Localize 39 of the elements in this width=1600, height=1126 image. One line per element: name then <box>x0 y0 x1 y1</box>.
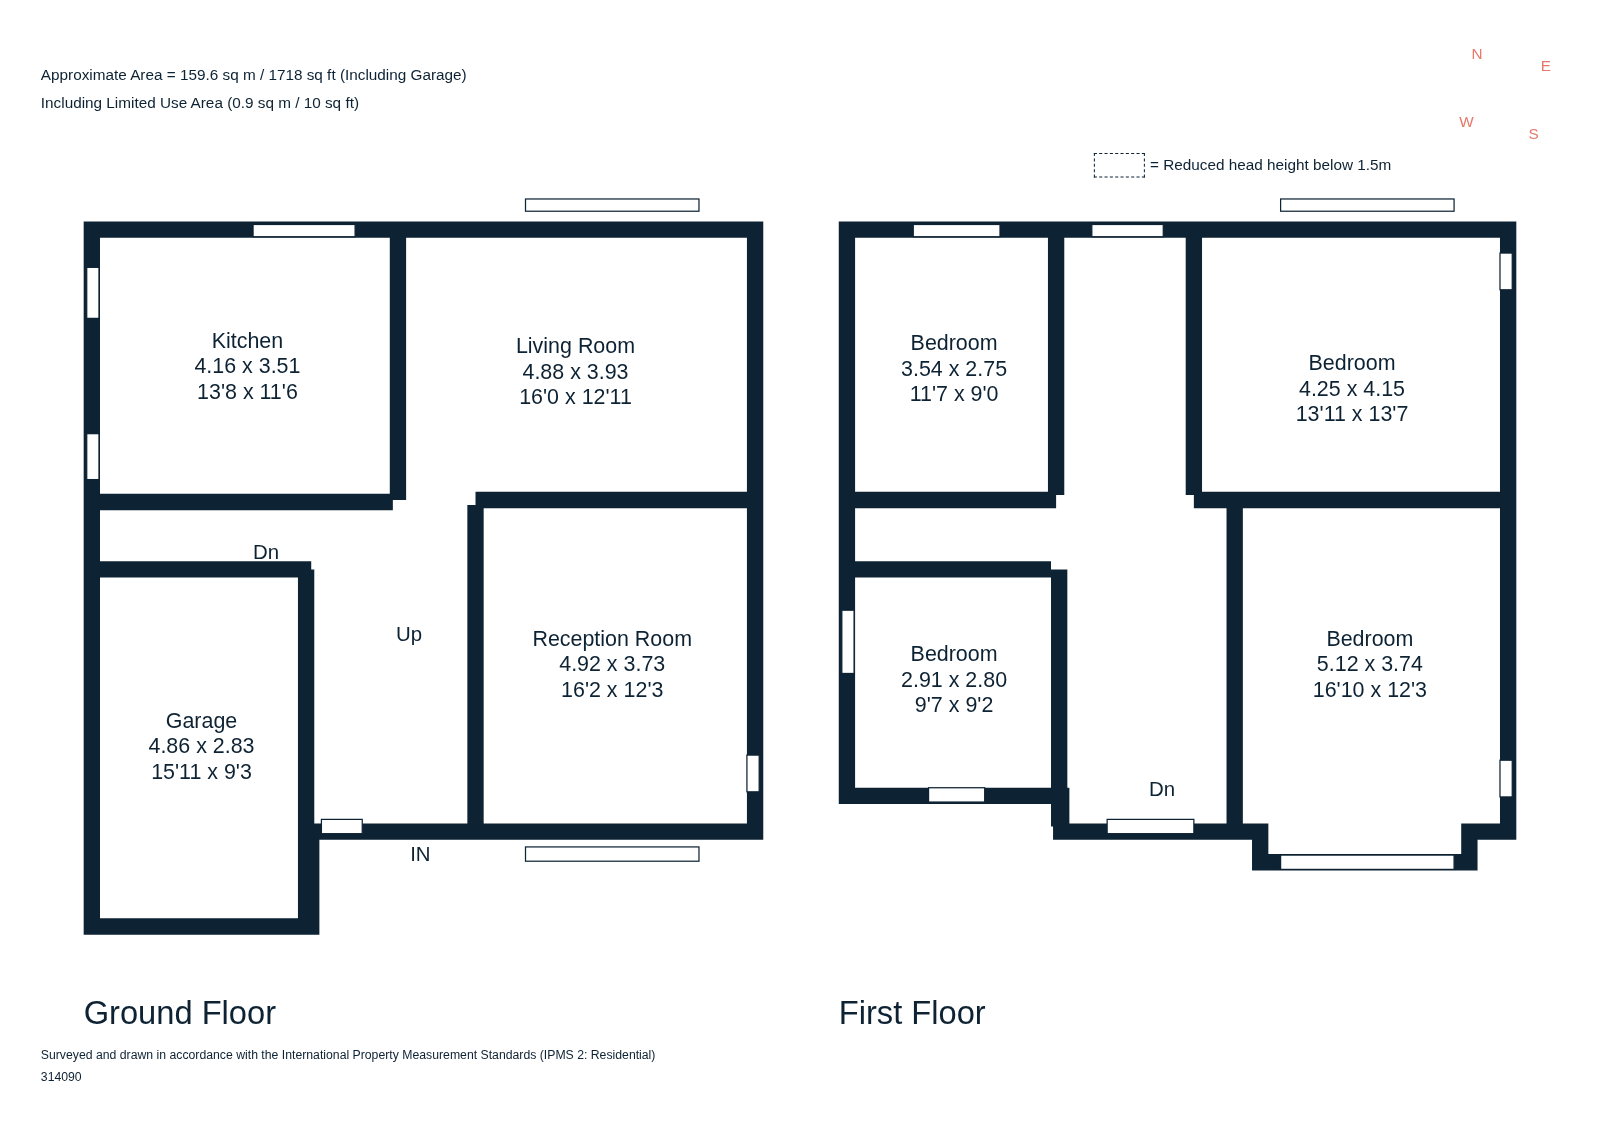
room-name: Garage <box>165 706 238 733</box>
room-name: Bedroom <box>1326 625 1414 651</box>
reference-number: 314090 <box>40 1069 82 1084</box>
room-name: Bedroom <box>910 640 998 666</box>
room-dimensions: 9'7 x 9'2 <box>914 691 994 717</box>
room-dimensions: 4.92 x 3.73 <box>559 651 666 676</box>
room-name: Bedroom <box>1308 349 1396 375</box>
room-dimensions: 2.91 x 2.80 <box>901 665 1008 692</box>
compass-letter: E <box>1540 57 1551 75</box>
stair-direction: Up <box>395 622 422 646</box>
area-note: Approximate Area = 159.6 sq m / 1718 sq ft (Including Garage) <box>40 65 467 83</box>
floor-heading: Ground Floor <box>83 994 277 1033</box>
room-name: Living Room <box>515 332 636 358</box>
room-name: Kitchen <box>211 327 284 353</box>
room-dimensions: 13'11 x 13'7 <box>1295 400 1409 426</box>
compass-letter: S <box>1528 124 1539 142</box>
room-dimensions: 16'2 x 12'3 <box>561 676 664 702</box>
room-dimensions: 16'10 x 12'3 <box>1312 676 1427 702</box>
room-name: Reception Room <box>532 625 693 651</box>
room-dimensions: 13'8 x 11'6 <box>197 378 298 404</box>
legend-text: = Reduced head height below 1.5m <box>1150 156 1392 174</box>
area-note: Including Limited Use Area (0.9 sq m / 10 sq ft) <box>40 93 359 112</box>
compass-letter: N <box>1471 44 1483 63</box>
floor-heading: First Floor <box>838 994 986 1033</box>
room-dimensions: 4.16 x 3.51 <box>194 352 301 379</box>
entrance-label: IN <box>410 842 431 867</box>
room-dimensions: 3.54 x 2.75 <box>901 355 1008 381</box>
room-dimensions: 4.88 x 3.93 <box>522 358 629 384</box>
room-dimensions: 4.86 x 2.83 <box>148 733 255 758</box>
footer-note: Surveyed and drawn in accordance with the International Property Measurement Standards (IPMS 2: Residential) <box>40 1047 656 1063</box>
stair-direction: Dn <box>1148 777 1176 801</box>
room-dimensions: 15'11 x 9'3 <box>151 757 252 784</box>
stair-direction: Dn <box>253 540 280 565</box>
room-dimensions: 16'0 x 12'11 <box>519 383 632 409</box>
room-dimensions: 4.25 x 4.15 <box>1299 375 1406 401</box>
compass-letter: W <box>1459 112 1474 130</box>
room-dimensions: 5.12 x 3.74 <box>1316 650 1423 676</box>
room-name: Bedroom <box>910 329 998 356</box>
room-dimensions: 11'7 x 9'0 <box>909 380 999 407</box>
